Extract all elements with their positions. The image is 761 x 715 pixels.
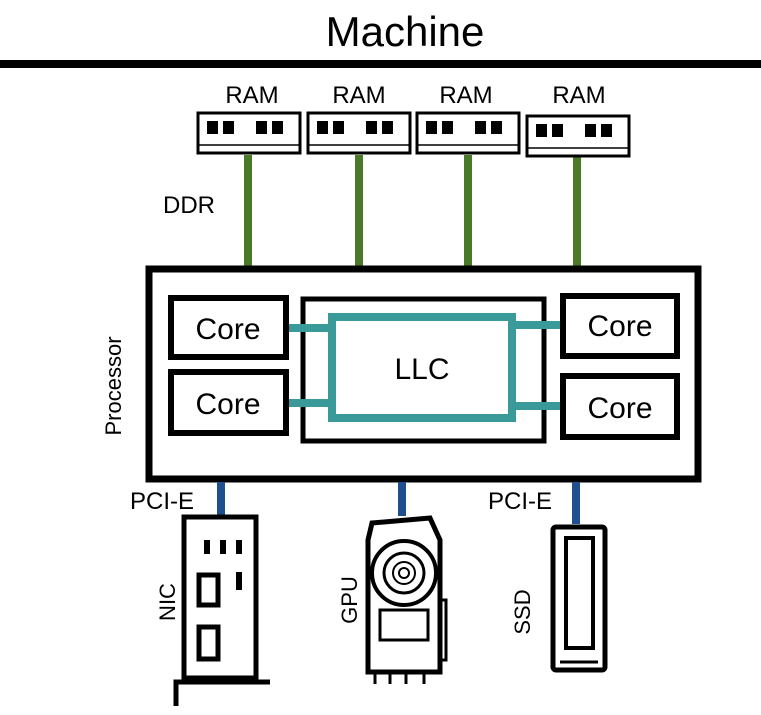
core-top-left: Core — [168, 295, 289, 360]
llc-box — [328, 313, 516, 422]
title-rule — [0, 60, 761, 68]
llc-links — [286, 313, 563, 422]
ddr-links — [244, 155, 581, 271]
ddr-link-2 — [355, 155, 363, 271]
core-label: Core — [587, 310, 652, 343]
core-label: Core — [195, 313, 260, 346]
nic-label: NIC — [155, 583, 180, 621]
ddr-link-3 — [464, 155, 472, 271]
ddr-link-4 — [573, 155, 581, 271]
llc-label: LLC — [394, 353, 449, 386]
ram-label: RAM — [225, 82, 278, 109]
pcie-link-nic — [217, 482, 225, 516]
core-label: Core — [195, 388, 260, 421]
pcie-left-label: PCI-E — [130, 488, 194, 515]
ram-label: RAM — [332, 82, 385, 109]
pcie-link-gpu — [398, 482, 406, 516]
core-bottom-right: Core — [560, 373, 680, 440]
machine-title: Machine — [326, 8, 485, 55]
processor-label: Processor — [101, 336, 126, 435]
core-label: Core — [587, 392, 652, 425]
gpu-label: GPU — [337, 576, 362, 624]
ddr-link-1 — [244, 155, 252, 271]
core-top-right: Core — [560, 293, 680, 359]
ram-label: RAM — [439, 82, 492, 109]
nic-icon — [173, 514, 270, 706]
ssd-icon — [550, 524, 608, 673]
pcie-link-ssd — [572, 482, 580, 524]
ram-module-2: RAM — [306, 82, 412, 155]
ddr-label: DDR — [163, 192, 215, 219]
pcie-right-label: PCI-E — [488, 488, 552, 515]
core-bottom-left: Core — [168, 369, 289, 436]
gpu-icon — [365, 515, 448, 684]
ram-label: RAM — [552, 82, 605, 109]
ram-module-3: RAM — [415, 82, 521, 155]
pcie-links — [217, 482, 580, 524]
ram-module-1: RAM — [196, 82, 302, 155]
ram-module-4: RAM — [525, 82, 631, 158]
ssd-label: SSD — [510, 589, 535, 634]
